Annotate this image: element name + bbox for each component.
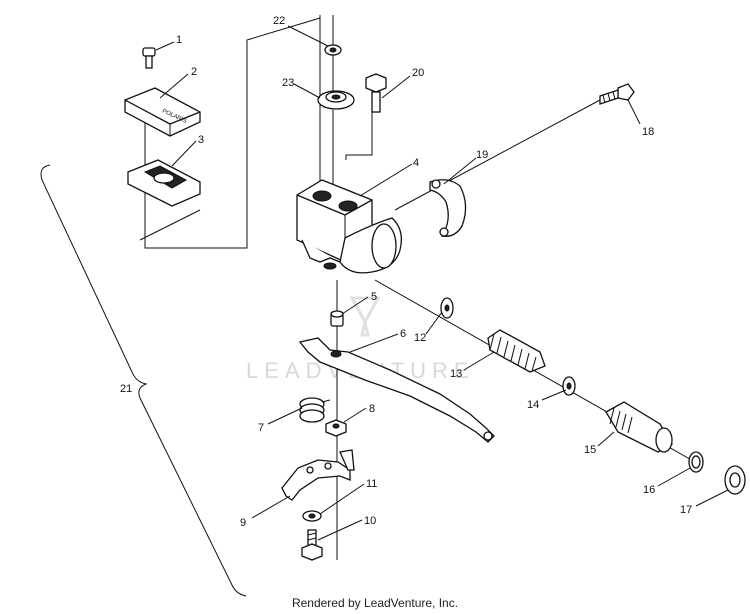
part-2-reservoir-cover: POLARIS <box>124 87 201 137</box>
part-3-diaphragm <box>127 159 201 207</box>
callout-21: 21 <box>120 383 132 395</box>
callout-labels: 1 2 3 4 5 6 7 8 9 10 11 12 13 14 15 16 1… <box>120 15 692 529</box>
part-5-bushing <box>330 310 344 327</box>
part-16-oring <box>688 451 704 473</box>
part-12-washer <box>440 297 454 319</box>
part-17-washer <box>724 465 746 495</box>
callout-23: 23 <box>282 77 294 89</box>
callout-13: 13 <box>450 368 462 380</box>
callout-7: 7 <box>258 422 264 434</box>
part-11-washer <box>302 510 322 522</box>
part-19-clamp <box>429 179 467 237</box>
callout-9: 9 <box>240 517 246 529</box>
part-14-washer <box>562 376 576 396</box>
callout-17: 17 <box>680 504 692 516</box>
part-23-grommet <box>317 90 355 110</box>
assembly-bracket-21 <box>40 164 247 597</box>
part-20-bolt <box>365 73 387 113</box>
callout-8: 8 <box>369 403 375 415</box>
callout-11: 11 <box>366 478 377 490</box>
part-10-screw <box>301 529 323 561</box>
part-18-long-bolt <box>599 83 635 105</box>
callout-leaders <box>155 25 729 541</box>
callout-16: 16 <box>643 484 655 496</box>
part-15-piston <box>605 401 673 453</box>
callout-22: 22 <box>273 15 285 27</box>
callout-20: 20 <box>412 67 424 79</box>
part-13-spring <box>487 329 546 373</box>
callout-19: 19 <box>476 149 488 161</box>
callout-15: 15 <box>584 444 596 456</box>
callout-18: 18 <box>642 126 654 138</box>
footer-credit: Rendered by LeadVenture, Inc. <box>291 596 459 610</box>
callout-10: 10 <box>364 515 376 527</box>
callout-12: 12 <box>414 332 426 344</box>
callout-14: 14 <box>527 399 539 411</box>
callout-4: 4 <box>413 157 419 169</box>
part-6-brake-lever <box>298 337 495 443</box>
part-22-washer <box>324 44 342 56</box>
part-1-screw <box>142 47 156 69</box>
part-7-spring <box>299 397 331 423</box>
callout-3: 3 <box>198 134 204 146</box>
part-8-nut <box>325 419 347 437</box>
callout-6: 6 <box>400 328 406 340</box>
part-4-master-cylinder <box>296 179 403 274</box>
callout-2: 2 <box>191 66 197 78</box>
callout-1: 1 <box>176 34 182 46</box>
callout-5: 5 <box>371 291 377 303</box>
part-9-bracket <box>281 449 355 501</box>
